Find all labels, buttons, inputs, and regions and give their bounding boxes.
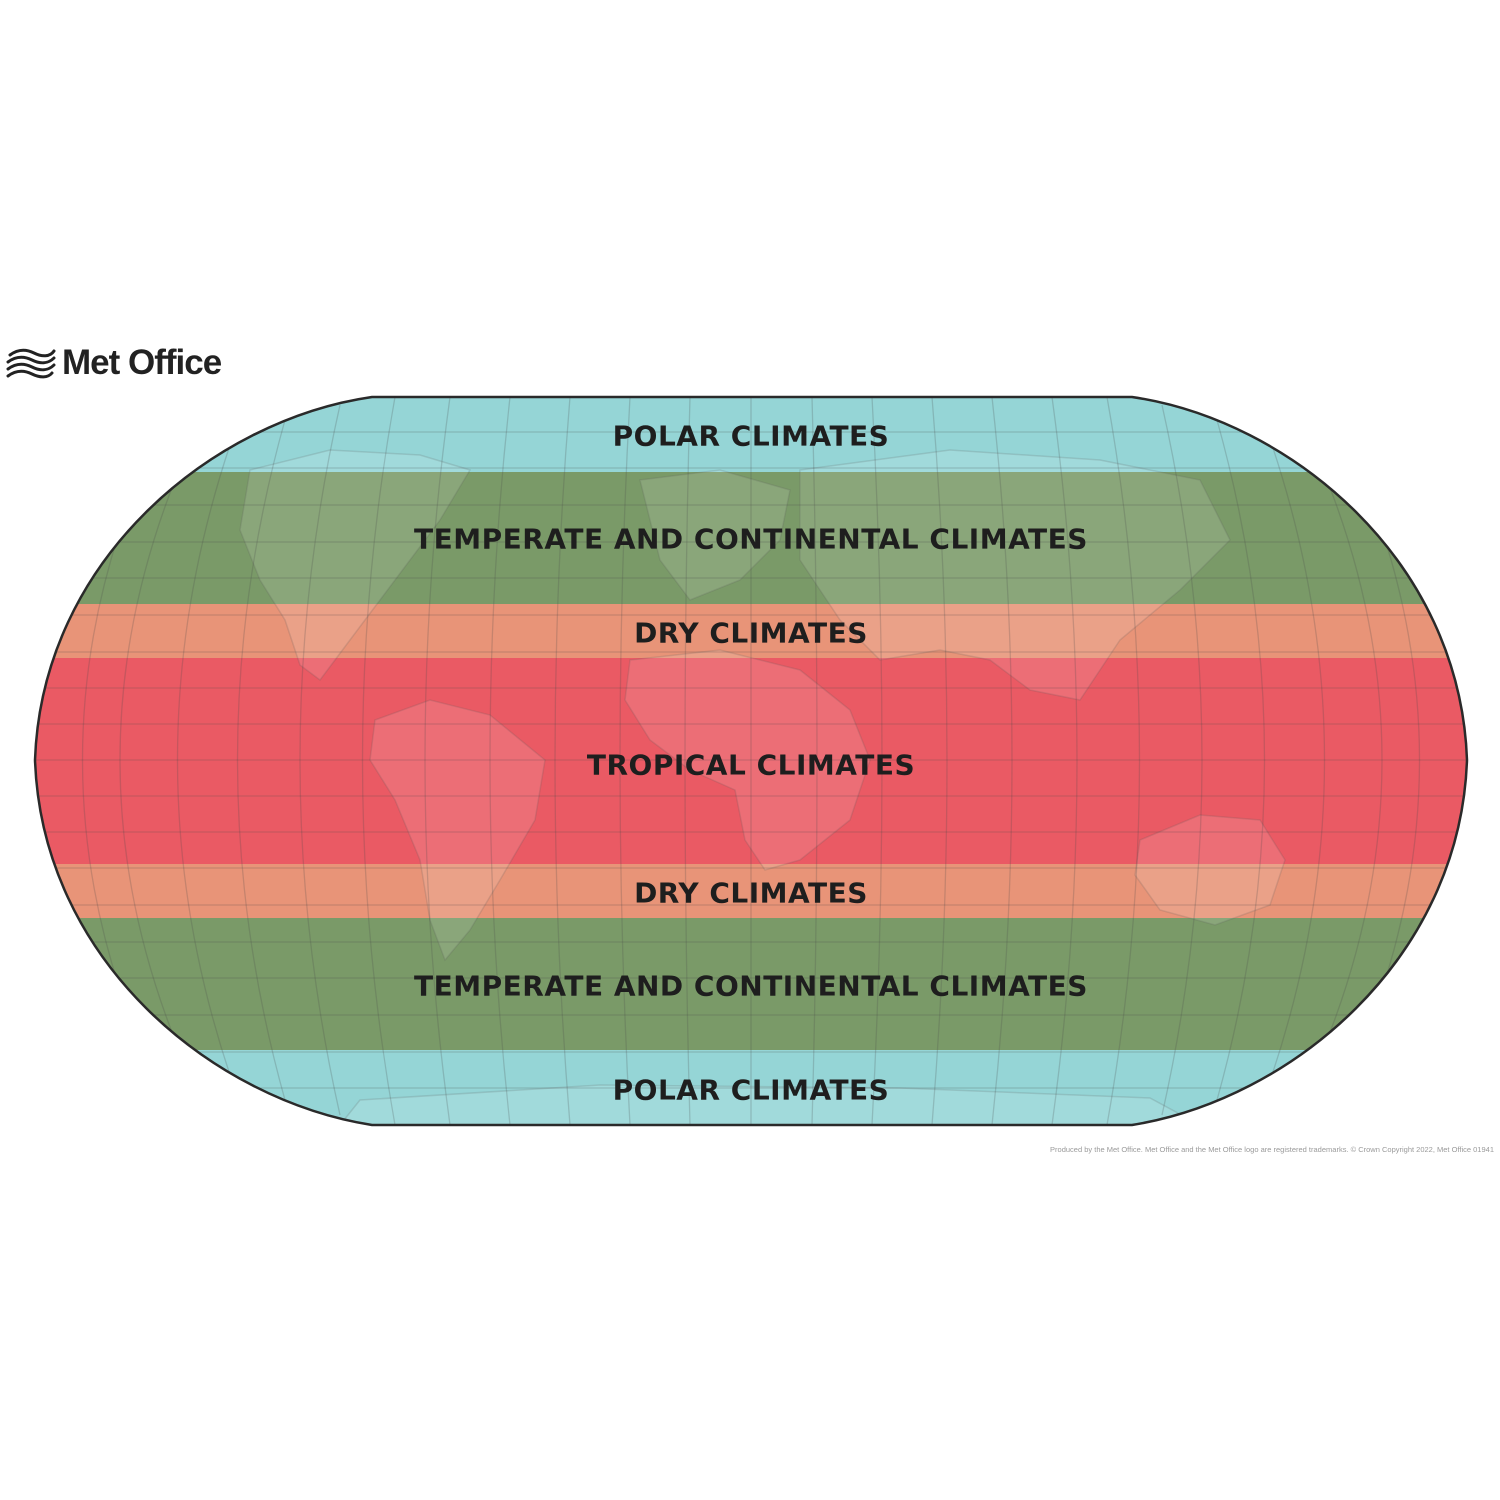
zone-label-temperate-south: TEMPERATE AND CONTINENTAL CLIMATES — [414, 970, 1088, 1003]
zone-band-dry-south — [35, 864, 1467, 918]
continent-south-america — [369, 699, 546, 962]
zone-label-temperate-north: TEMPERATE AND CONTINENTAL CLIMATES — [414, 523, 1088, 556]
zone-labels: POLAR CLIMATES TEMPERATE AND CONTINENTAL… — [414, 420, 1088, 1107]
zone-band-temperate-south — [35, 918, 1467, 1050]
graticule — [35, 397, 1467, 1125]
continent-antarctica — [338, 1084, 1201, 1125]
zone-label-dry-south: DRY CLIMATES — [634, 877, 868, 910]
met-office-logo: Met Office — [6, 343, 222, 383]
continent-australia — [1134, 814, 1286, 926]
zone-label-tropical: TROPICAL CLIMATES — [587, 749, 915, 782]
globe-outline — [33, 395, 1469, 1127]
continent-africa — [624, 649, 871, 871]
continent-shapes — [239, 449, 1286, 1125]
zone-label-polar-south: POLAR CLIMATES — [613, 1074, 890, 1107]
zone-label-polar-north: POLAR CLIMATES — [613, 420, 890, 453]
brand-name: Met Office — [62, 343, 222, 382]
zone-band-temperate-north — [35, 472, 1467, 604]
zone-label-dry-north: DRY CLIMATES — [634, 617, 868, 650]
zone-bands — [35, 397, 1467, 1125]
continent-europe — [639, 469, 791, 601]
continent-north-america — [239, 449, 472, 682]
zone-band-dry-north — [35, 604, 1467, 658]
copyright-credit: Produced by the Met Office. Met Office a… — [1050, 1145, 1494, 1154]
wave-lines-icon — [6, 348, 56, 379]
zone-band-tropical — [35, 658, 1467, 864]
continent-asia — [799, 449, 1231, 701]
